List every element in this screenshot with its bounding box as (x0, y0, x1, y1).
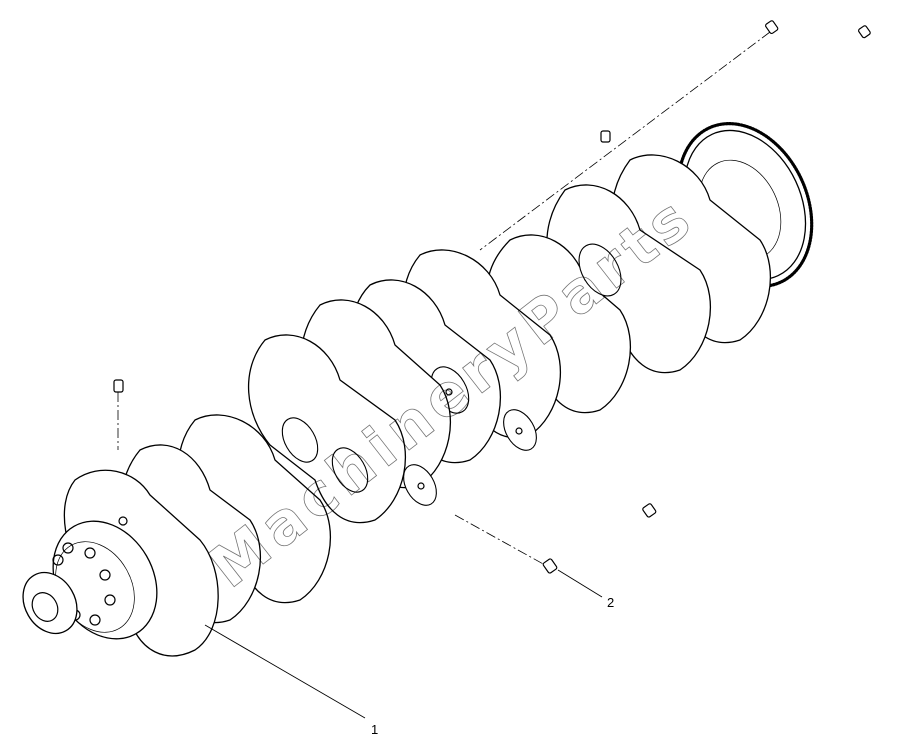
callout-2: 2 (557, 569, 614, 610)
callout-2-label: 2 (607, 595, 614, 610)
plug-icon (642, 503, 657, 518)
plug-icon (765, 20, 779, 35)
plug-icon (600, 130, 611, 143)
plug-icon (858, 25, 871, 39)
plug-parts (113, 20, 871, 574)
crankshaft-front-hub (22, 516, 158, 640)
callout-1-label: 1 (371, 722, 378, 737)
plug-icon (113, 379, 124, 393)
callout-1: 1 (204, 624, 378, 737)
assembly-centerlines (117, 31, 771, 566)
plug-icon (542, 558, 558, 574)
